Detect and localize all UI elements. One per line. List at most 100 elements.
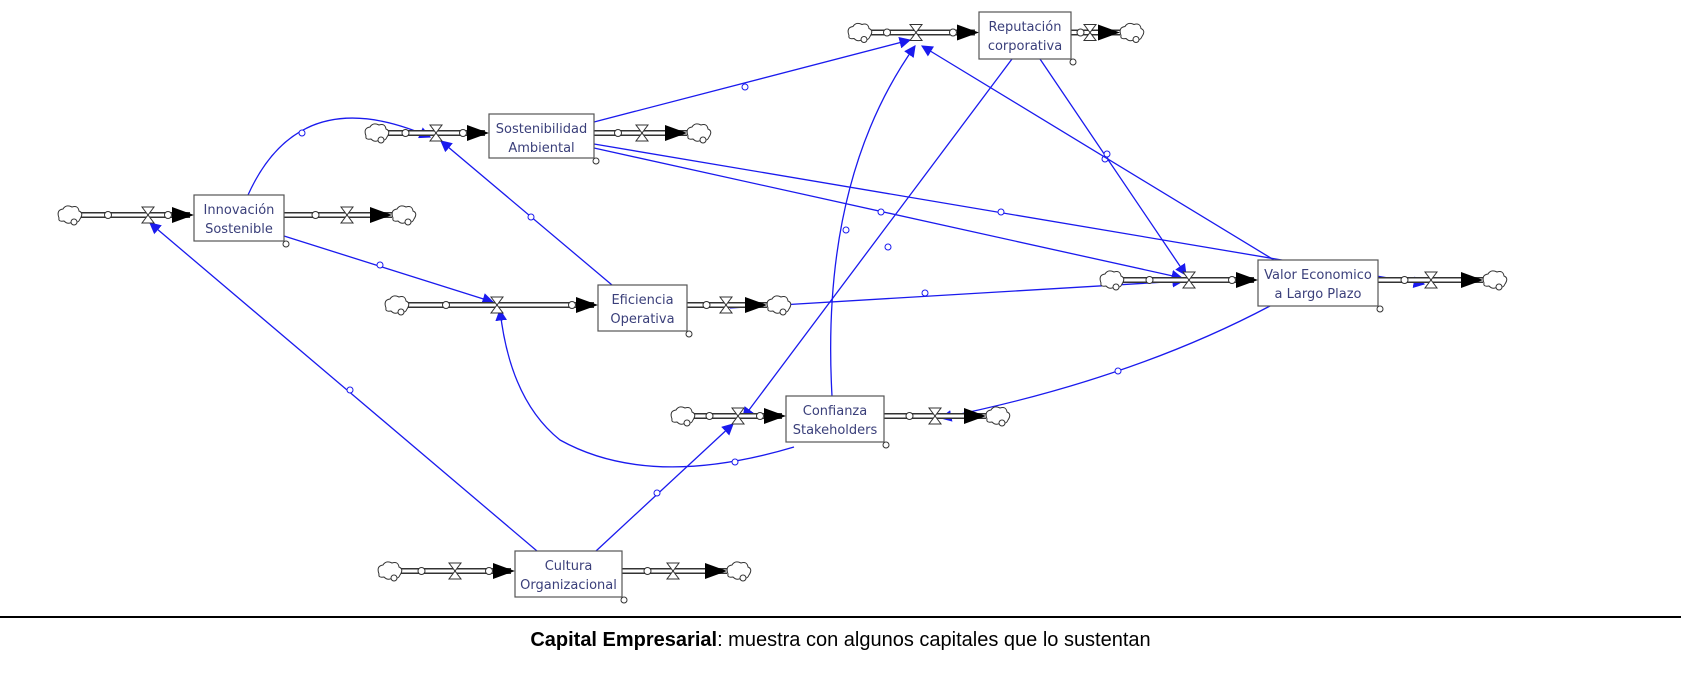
flow-knob [643,567,652,575]
valve-bottom [635,132,649,142]
valve-bottom [666,570,680,580]
cloud-shape [726,561,752,580]
cloud-shape [1099,270,1125,289]
stock-label: Reputación [989,20,1062,35]
flow-knob [417,567,426,575]
link-arrow [495,308,795,468]
valve-bottom [719,304,733,314]
inflow-valve-icon [490,296,504,314]
stock-reputacion: Reputación corporativa [978,11,1077,66]
flow-knob [702,301,711,309]
causal-link-innovacion-to-sostenibilidad-inflow [247,117,432,196]
valve-top [490,296,504,306]
flow-knob [614,129,622,137]
valve-top [909,24,923,34]
valve-top [340,206,354,216]
source-cloud-icon [364,123,390,144]
flow-knob [905,412,914,420]
flow-knob [442,301,450,309]
link-handle [298,129,306,137]
cloud-handle [1132,36,1140,43]
link-arrow [830,45,916,397]
link-handle [653,489,661,497]
flow-knob [705,412,714,420]
outflow-valve-icon [666,562,680,580]
causal-link-cultura-to-innovacion-inflow [149,222,538,552]
flow-arrowhead-icon [493,563,515,579]
link-handle [877,208,885,216]
valve-top [429,124,443,134]
link-arrow [593,147,1184,282]
link-handle [842,226,850,234]
source-cloud-icon [670,406,696,427]
stock-handle [685,330,693,338]
stock-label: a Largo Plazo [1275,287,1362,302]
causal-link-confianza-to-reputacion-inflow [830,45,916,397]
flow-knob [949,28,957,37]
flow-knob [401,129,410,137]
link-arrow [595,423,734,552]
source-cloud-icon [57,205,83,226]
stock-box [785,395,885,443]
stock-label: Operativa [610,312,674,327]
link-arrow [593,36,912,123]
valve-bottom [429,132,443,142]
cloud-shape [377,561,403,580]
stock-label: Innovación [204,203,275,218]
flow-knob [104,211,112,219]
link-handle [527,213,535,221]
cloud-shape [670,406,696,425]
valve-top [731,407,745,417]
cloud-shape [985,406,1011,425]
stocks: InnovaciónSostenibleSostenibilidadAmbien… [193,11,1384,604]
link-handle [346,386,354,394]
cloud-handle [377,136,385,144]
flow-knob [568,301,576,309]
valve-top [635,124,649,134]
outflow-valve-icon [1083,24,1097,41]
cloud-handle [404,218,412,226]
stock-box [1257,259,1379,307]
link-handle [376,261,384,269]
causal-link-reputacion-to-confianza-inflow [742,58,1013,419]
stock-label: Ambiental [508,141,574,156]
causal-link-sostenibilidad-to-valor-inflow [593,147,1184,282]
cloud-shape [766,295,792,314]
sink-cloud-icon [766,295,792,316]
causal-link-valor-to-reputacion-inflow [921,45,1275,261]
valve-bottom [1083,31,1097,41]
stock-handle [620,596,628,604]
stock-handle [882,441,890,449]
stock-label: Organizacional [520,578,617,593]
link-handle [741,83,749,91]
source-cloud-icon [847,22,873,43]
valve-top [928,407,942,417]
causal-link-valor-to-confianza-outflow [939,305,1271,422]
source-cloud-icon [377,561,403,582]
cloud-handle [860,36,868,43]
cloud-handle [699,136,707,144]
inflow-valve-icon [448,562,462,580]
link-handle [731,458,739,466]
stock-label: corporativa [988,39,1062,54]
flow-arrowhead-icon [172,207,194,223]
cloud-shape [1482,270,1508,289]
cloud-shape [391,205,417,224]
link-handle [1103,150,1111,158]
caption-title: Capital Empresarial [530,629,718,651]
source-cloud-icon [384,295,410,316]
flow-arrowhead-icon [1236,272,1258,288]
cloud-handle [70,218,78,226]
valve-top [448,562,462,572]
inflow-valve-icon [141,206,155,224]
valve-top [1182,271,1196,281]
flow-knob [1145,276,1154,284]
cloud-handle [390,574,398,582]
stock-label: Stakeholders [793,423,878,438]
stock-label: Cultura [545,559,593,574]
link-handle [997,208,1005,216]
sink-cloud-icon [726,561,752,582]
stock-handle [592,157,600,165]
